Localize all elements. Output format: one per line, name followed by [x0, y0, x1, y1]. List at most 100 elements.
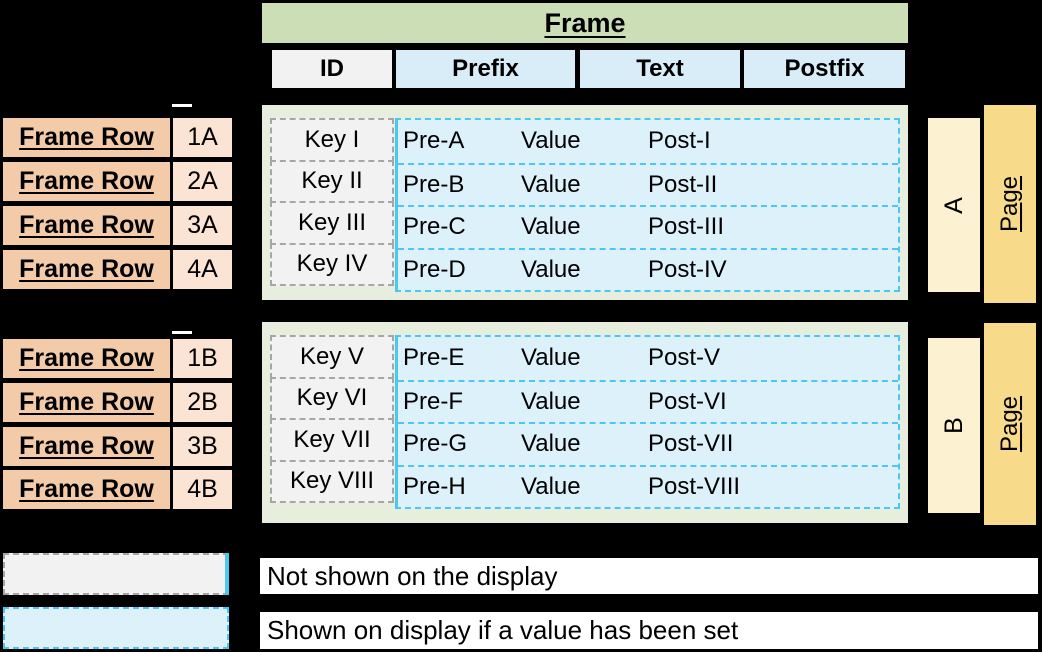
- key-text: Key II: [301, 167, 363, 195]
- frame-title: Frame: [544, 7, 626, 38]
- column-header-postfix: Postfix: [744, 50, 905, 88]
- text-value: Value: [521, 255, 581, 283]
- frame-row-label-3b: Frame Row: [3, 427, 170, 466]
- frame-row-label-4b: Frame Row: [3, 470, 170, 509]
- display-row: Pre-A Value Post-I: [398, 120, 898, 163]
- column-header-prefix: Prefix: [396, 50, 575, 88]
- legend-swatch-not-shown: [3, 553, 229, 595]
- frame-row-text: Frame Row: [19, 255, 154, 283]
- key-cell: Key II: [270, 159, 394, 203]
- legend-swatch-shown: [3, 607, 229, 649]
- frame-row-id-text: 3B: [187, 432, 218, 460]
- column-header-id: ID: [272, 50, 392, 88]
- key-text: Key VI: [296, 384, 368, 412]
- frame-row-label-2b: Frame Row: [3, 383, 170, 422]
- frame-row-label-1b: Frame Row: [3, 339, 170, 378]
- prefix-value: Pre-D: [403, 255, 466, 283]
- prefix-value: Pre-E: [403, 344, 465, 372]
- display-row: Pre-D Value Post-IV: [398, 247, 898, 291]
- display-row: Pre-G Value Post-VII: [398, 422, 898, 465]
- key-text: Key I: [304, 125, 360, 153]
- key-column-b: Key V Key VI Key VII Key VIII: [270, 335, 394, 503]
- page-tab-b: Page: [984, 323, 1036, 525]
- prefix-value: Pre-A: [403, 127, 465, 155]
- postfix-value: Post-IV: [648, 255, 727, 283]
- column-header-postfix-label: Postfix: [784, 55, 865, 82]
- page-tab-b-label: Page: [996, 395, 1023, 453]
- key-cell: Key VI: [270, 376, 394, 420]
- frame-title-bar: Frame: [262, 3, 908, 43]
- text-value: Value: [521, 430, 581, 458]
- frame-row-id-text: 4A: [187, 255, 218, 283]
- legend-text-not-shown: Not shown on the display: [260, 558, 1038, 594]
- frame-panel-b: Key V Key VI Key VII Key VIII Pre-E Value…: [262, 322, 908, 523]
- prefix-value: Pre-C: [403, 213, 466, 241]
- key-text: Key V: [299, 342, 365, 370]
- frame-row-text: Frame Row: [19, 123, 154, 151]
- column-header-prefix-label: Prefix: [452, 55, 519, 82]
- key-cell: Key I: [270, 118, 394, 162]
- prefix-value: Pre-B: [403, 170, 465, 198]
- key-text: Key IV: [296, 250, 368, 278]
- frame-row-text: Frame Row: [19, 432, 154, 460]
- frame-row-id-3a: 3A: [173, 206, 232, 245]
- key-cell: Key VIII: [270, 459, 394, 503]
- key-cell: Key V: [270, 335, 394, 379]
- frame-row-label-3a: Frame Row: [3, 206, 170, 245]
- key-text: Key VII: [293, 425, 371, 453]
- frame-row-id-4b: 4B: [173, 470, 232, 509]
- postfix-value: Post-III: [648, 213, 725, 241]
- frame-row-id-2a: 2A: [173, 162, 232, 201]
- legend-label: Shown on display if a value has been set: [267, 615, 739, 645]
- key-cell: Key III: [270, 201, 394, 245]
- text-value: Value: [521, 170, 581, 198]
- frame-row-text: Frame Row: [19, 388, 154, 416]
- prefix-value: Pre-G: [403, 430, 468, 458]
- section-tab-b: B: [928, 338, 980, 513]
- key-text: Key VIII: [289, 467, 375, 495]
- frame-row-id-1b: 1B: [173, 339, 232, 378]
- page-tab-a-label: Page: [996, 175, 1023, 233]
- display-row: Pre-C Value Post-III: [398, 205, 898, 248]
- frame-row-id-1a: 1A: [173, 118, 232, 157]
- postfix-value: Post-II: [648, 170, 718, 198]
- prefix-value: Pre-F: [403, 387, 463, 415]
- postfix-value: Post-I: [648, 127, 711, 155]
- section-tab-a: A: [928, 118, 980, 292]
- display-row: Pre-H Value Post-VIII: [398, 464, 898, 508]
- postfix-value: Post-VIII: [648, 472, 741, 500]
- frame-row-label-2a: Frame Row: [3, 162, 170, 201]
- page-tab-a: Page: [984, 105, 1036, 303]
- prefix-value: Pre-H: [403, 472, 466, 500]
- column-header-text: Text: [580, 50, 740, 88]
- text-value: Value: [521, 472, 581, 500]
- section-tab-b-label: B: [939, 417, 968, 434]
- display-row: Pre-B Value Post-II: [398, 162, 898, 206]
- text-value: Value: [521, 344, 581, 372]
- frame-row-text: Frame Row: [19, 211, 154, 239]
- text-value: Value: [521, 127, 581, 155]
- postfix-value: Post-VI: [648, 387, 727, 415]
- column-header-text-label: Text: [636, 55, 684, 82]
- frame-row-id-text: 1B: [187, 344, 218, 372]
- frame-row-text: Frame Row: [19, 167, 154, 195]
- frame-row-label-1a: Frame Row: [3, 118, 170, 157]
- frame-row-text: Frame Row: [19, 344, 154, 372]
- key-text: Key III: [297, 208, 367, 236]
- key-cell: Key IV: [270, 242, 394, 286]
- frame-row-label-4a: Frame Row: [3, 250, 170, 289]
- frame-row-text: Frame Row: [19, 475, 154, 503]
- frame-row-id-text: 1A: [187, 123, 218, 151]
- key-column-a: Key I Key II Key III Key IV: [270, 118, 394, 286]
- frame-row-id-3b: 3B: [173, 427, 232, 466]
- text-value: Value: [521, 213, 581, 241]
- section-tab-a-label: A: [939, 196, 968, 214]
- frame-row-id-text: 3A: [187, 211, 218, 239]
- key-cell: Key VII: [270, 418, 394, 462]
- legend-text-shown: Shown on display if a value has been set: [260, 612, 1038, 649]
- postfix-value: Post-VII: [648, 430, 734, 458]
